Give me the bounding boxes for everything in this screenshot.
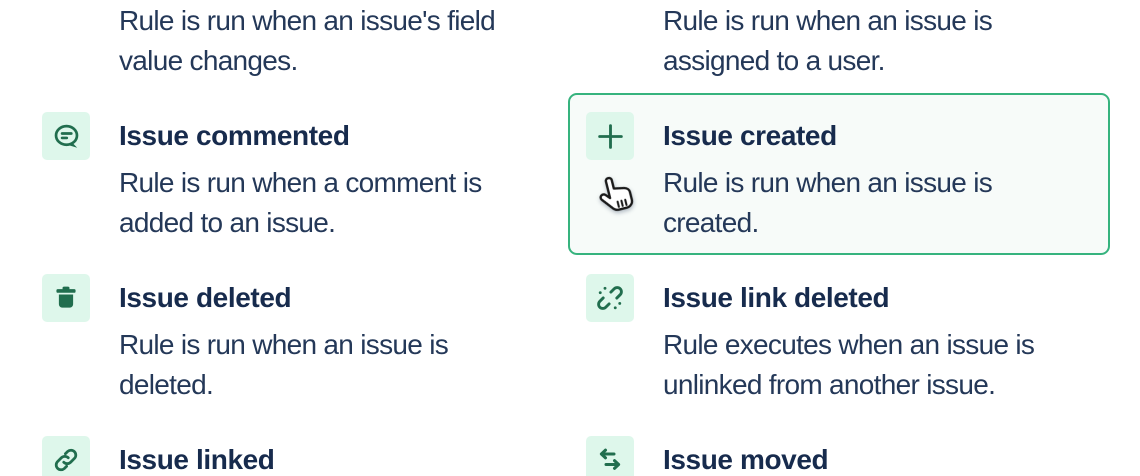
- trigger-card-issue-commented[interactable]: Issue commented Rule is run when a comme…: [24, 93, 566, 255]
- trigger-card-field-value-changed[interactable]: Rule is run when an issue's field value …: [24, 0, 566, 93]
- trigger-title: Issue linked: [119, 444, 275, 475]
- trigger-title: Issue link deleted: [663, 282, 890, 313]
- trigger-card-issue-moved[interactable]: Issue moved: [568, 417, 1110, 476]
- trigger-description: Rule is run when an issue is assigned to…: [663, 5, 993, 76]
- trigger-title: Issue deleted: [119, 282, 292, 313]
- trigger-card-issue-deleted[interactable]: Issue deleted Rule is run when an issue …: [24, 255, 566, 417]
- comment-icon: [42, 112, 90, 160]
- trigger-title: Issue created: [663, 120, 837, 151]
- link-icon: [42, 436, 90, 476]
- trigger-grid: Rule is run when an issue's field value …: [24, 0, 1110, 476]
- trigger-card-issue-link-deleted[interactable]: Issue link deleted Rule executes when an…: [568, 255, 1110, 417]
- trigger-description: Rule is run when an issue is created.: [663, 167, 993, 238]
- trigger-title: Issue commented: [119, 120, 350, 151]
- trigger-card-issue-assigned[interactable]: Rule is run when an issue is assigned to…: [568, 0, 1110, 93]
- trigger-description: Rule is run when an issue's field value …: [119, 5, 496, 76]
- move-icon: [586, 436, 634, 476]
- trigger-description: Rule executes when an issue is unlinked …: [663, 329, 1035, 400]
- trigger-title: Issue moved: [663, 444, 829, 475]
- trigger-description: Rule is run when an issue is deleted.: [119, 329, 449, 400]
- trash-icon: [42, 274, 90, 322]
- trigger-card-issue-created[interactable]: Issue created Rule is run when an issue …: [568, 93, 1110, 255]
- plus-icon: [586, 112, 634, 160]
- trigger-description: Rule is run when a comment is added to a…: [119, 167, 482, 238]
- broken-link-icon: [586, 274, 634, 322]
- trigger-card-issue-linked[interactable]: Issue linked: [24, 417, 566, 476]
